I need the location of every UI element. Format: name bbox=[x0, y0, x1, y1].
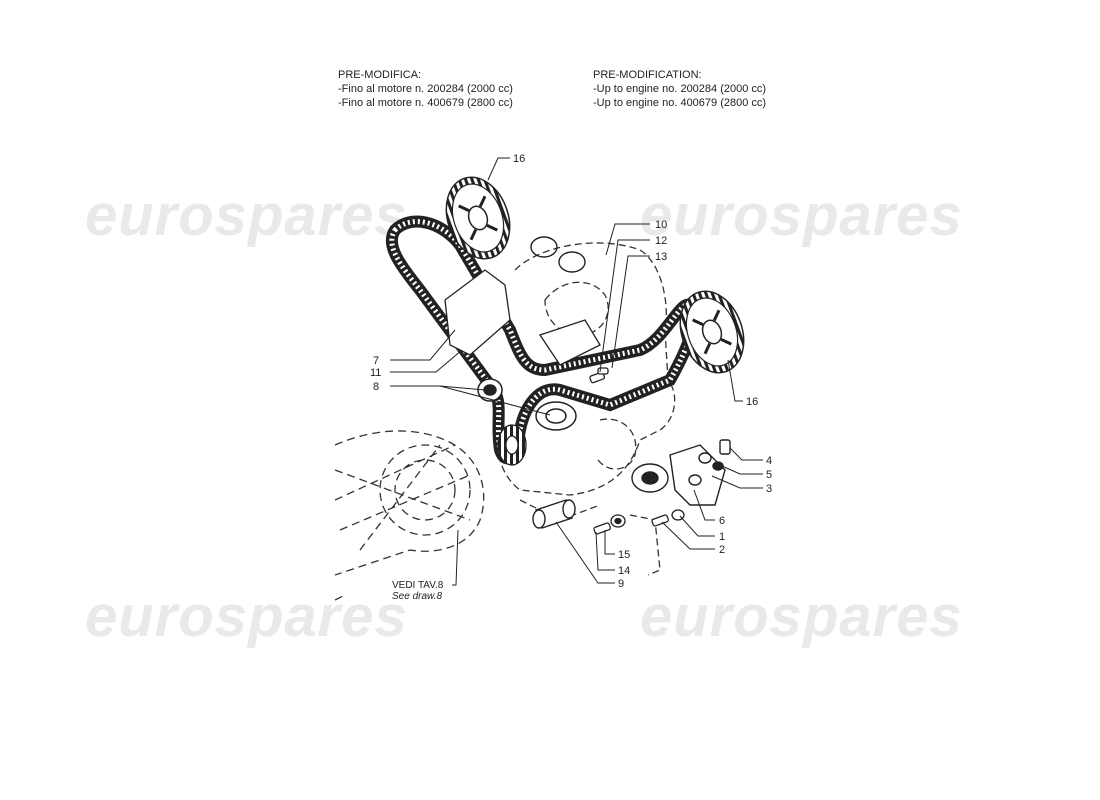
note-english: PRE-MODIFICATION: -Up to engine no. 2002… bbox=[593, 68, 766, 110]
note-italian-line-2: -Fino al motore n. 400679 (2800 cc) bbox=[338, 97, 513, 109]
callout-16-right: 16 bbox=[746, 396, 758, 408]
leader-lines bbox=[390, 157, 763, 586]
callout-3: 3 bbox=[766, 483, 772, 495]
callout-6: 6 bbox=[719, 515, 725, 527]
callout-15: 15 bbox=[618, 549, 630, 561]
callout-8: 8 bbox=[373, 381, 379, 393]
callout-2: 2 bbox=[719, 544, 725, 556]
camshaft-seals bbox=[530, 236, 586, 273]
watermark-bottom-left: eurospares bbox=[85, 584, 408, 649]
callout-5: 5 bbox=[766, 469, 772, 481]
watermark-top-left: eurospares bbox=[85, 183, 408, 248]
bolts-and-washers bbox=[589, 367, 685, 535]
callouts: 16 10 12 13 16 7 11 8 4 5 3 6 1 2 15 14 … bbox=[370, 153, 772, 590]
watermark-top-right: eurospares bbox=[640, 183, 963, 248]
callout-12: 12 bbox=[655, 235, 667, 247]
note-english-line-2: -Up to engine no. 400679 (2800 cc) bbox=[593, 97, 767, 109]
tensioner-assembly bbox=[631, 439, 731, 506]
callout-14: 14 bbox=[618, 565, 630, 577]
cross-reference-english: See draw.8 bbox=[392, 591, 443, 602]
callout-9: 9 bbox=[618, 578, 624, 590]
callout-13: 13 bbox=[655, 251, 667, 263]
note-english-line-1: -Up to engine no. 200284 (2000 cc) bbox=[593, 83, 767, 95]
note-italian-title: PRE-MODIFICA: bbox=[338, 69, 422, 81]
callout-11: 11 bbox=[370, 367, 381, 379]
gearbox-housing bbox=[334, 430, 485, 601]
callout-10: 10 bbox=[655, 219, 667, 231]
callout-7: 7 bbox=[373, 355, 379, 367]
note-italian-line-1: -Fino al motore n. 200284 (2000 cc) bbox=[338, 83, 513, 95]
callout-1: 1 bbox=[719, 531, 725, 543]
callout-4: 4 bbox=[766, 455, 772, 467]
idler-pulleys bbox=[477, 378, 577, 431]
camshaft-pulley-right bbox=[679, 290, 745, 374]
bushing bbox=[532, 499, 576, 529]
cross-reference: VEDI TAV.8 See draw.8 bbox=[392, 580, 443, 602]
watermark-bottom-right: eurospares bbox=[640, 584, 963, 649]
belt-covers bbox=[444, 269, 601, 366]
camshaft-pulley-left bbox=[445, 176, 511, 260]
note-english-title: PRE-MODIFICATION: bbox=[593, 69, 702, 81]
note-italian: PRE-MODIFICA: -Fino al motore n. 200284 … bbox=[338, 68, 513, 110]
cross-reference-italian: VEDI TAV.8 bbox=[392, 580, 444, 591]
crankshaft-pulley bbox=[497, 424, 527, 466]
callout-16-left: 16 bbox=[513, 153, 525, 165]
